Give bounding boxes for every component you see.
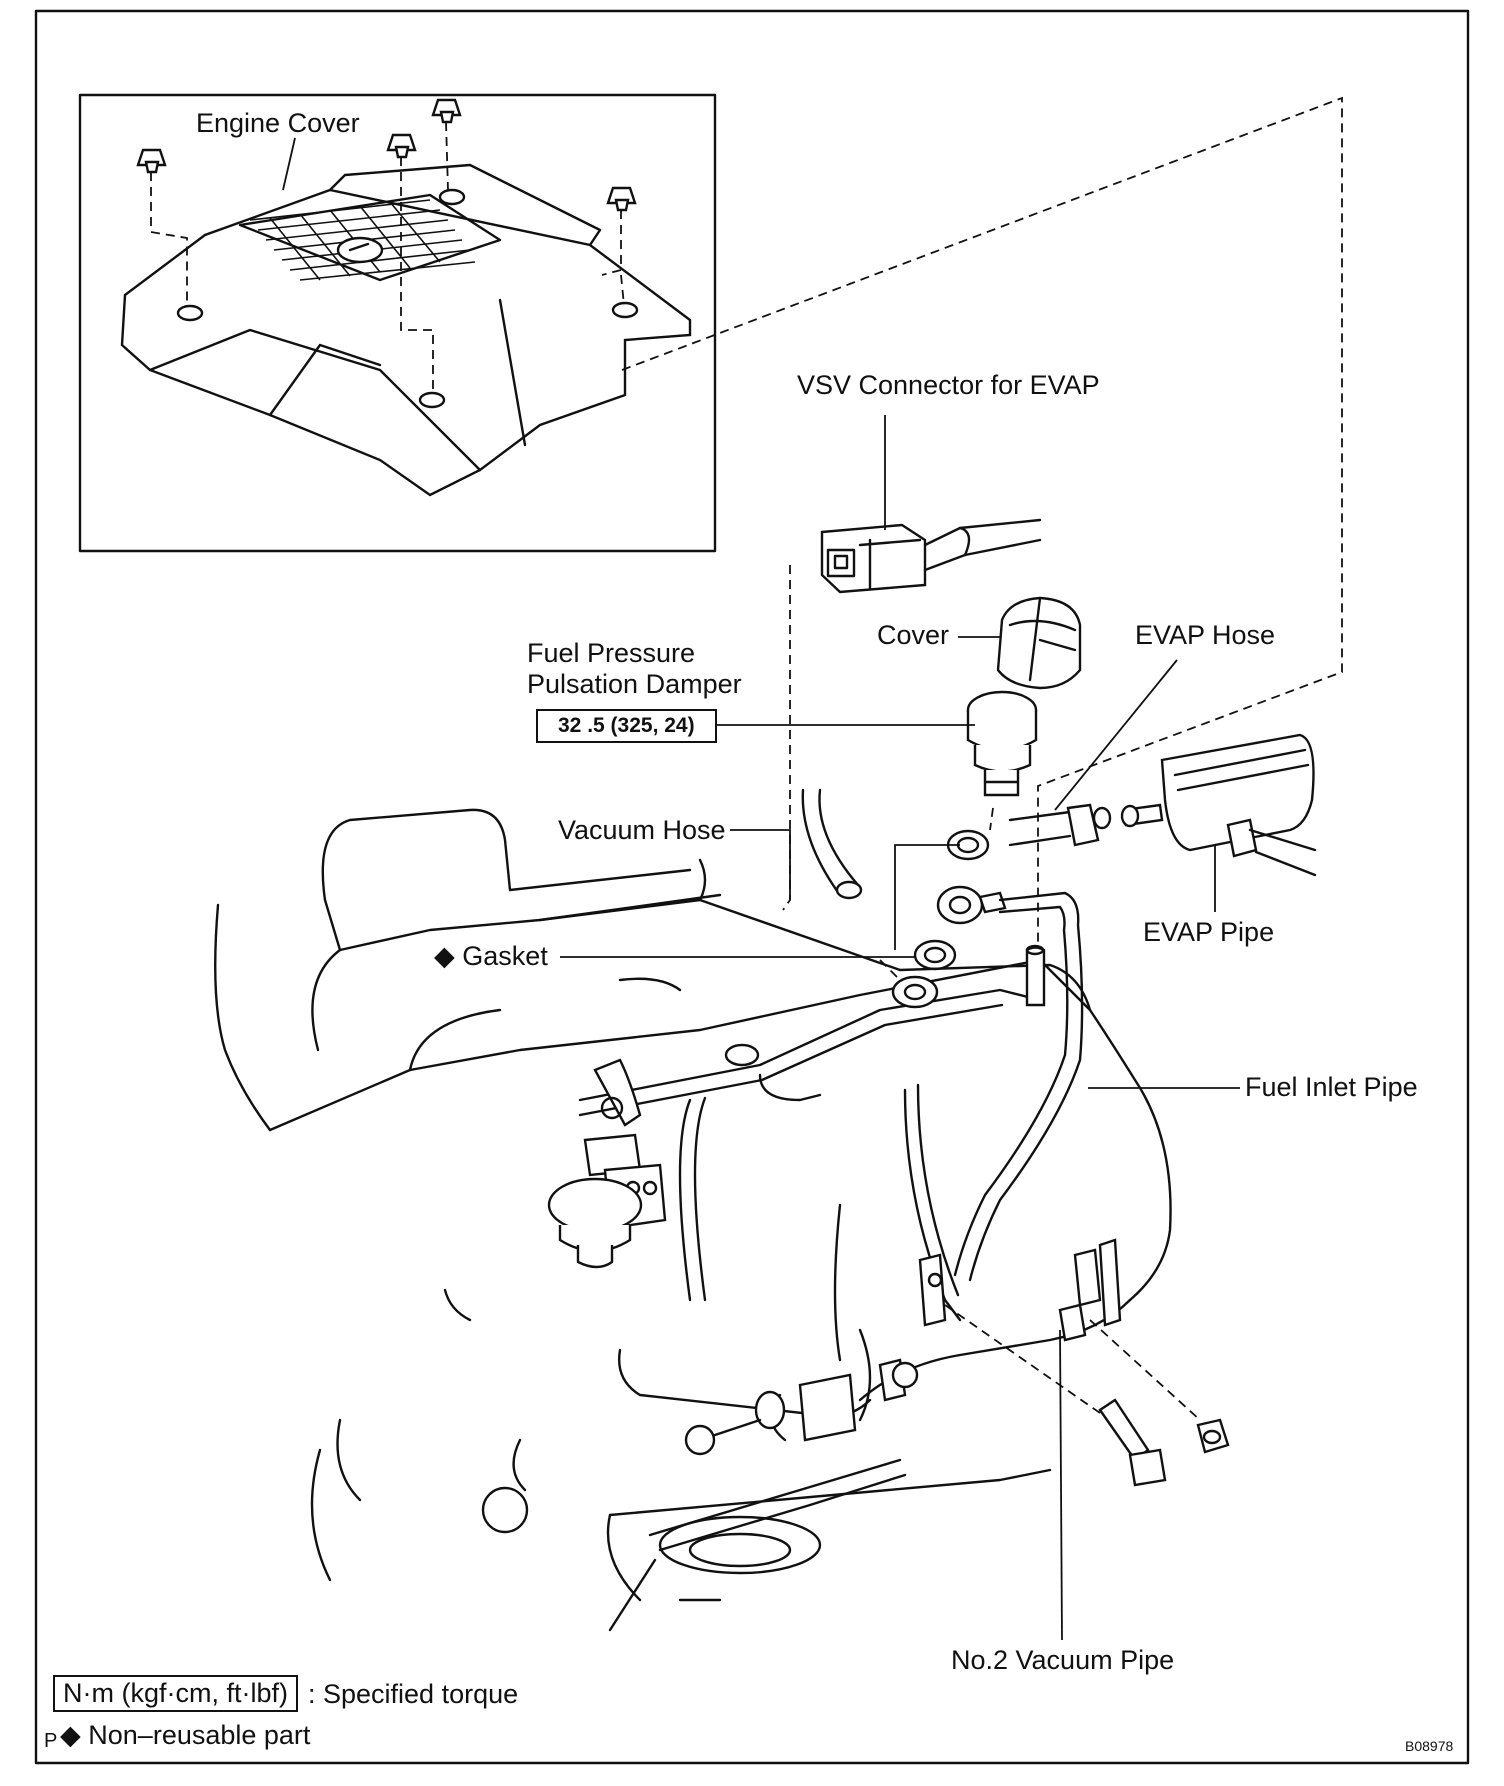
pressure-regulator xyxy=(547,1058,667,1269)
fuel-rail-and-harness xyxy=(578,944,1046,1322)
outer-frame xyxy=(34,9,1470,1765)
cover-nut-2 xyxy=(386,133,417,159)
leader-vacuum-hose xyxy=(730,829,791,900)
cover-nut-4 xyxy=(606,186,637,212)
legend-torque-unit-box: N·m (kgf·cm, ft·lbf) xyxy=(53,1675,298,1712)
legend-nonreusable: ◆ Non–reusable part xyxy=(60,1720,310,1751)
legend-diamond-icon: ◆ xyxy=(60,1720,81,1750)
label-cover: Cover xyxy=(877,620,950,650)
label-fuel-inlet-pipe: Fuel Inlet Pipe xyxy=(1245,1072,1418,1102)
cover-nut-1 xyxy=(136,148,167,174)
label-fuel-pressure-line1: Fuel Pressure xyxy=(527,638,696,668)
pulsation-damper xyxy=(966,690,1038,797)
legend-nonreusable-text: Non–reusable part xyxy=(88,1720,311,1750)
nonreusable-diamond-icon: ◆ xyxy=(434,941,455,971)
engine-cover-inset xyxy=(78,93,717,553)
label-gasket-text: Gasket xyxy=(462,941,548,971)
lower-pipes xyxy=(648,1328,919,1552)
label-engine-cover: Engine Cover xyxy=(196,108,360,138)
legend-torque-text: : Specified torque xyxy=(308,1679,519,1709)
label-no2-vacuum-pipe: No.2 Vacuum Pipe xyxy=(951,1645,1175,1675)
label-evap-hose: EVAP Hose xyxy=(1135,620,1276,650)
gasket-lower xyxy=(913,939,957,971)
bracket-bolts xyxy=(918,1238,1230,1487)
label-evap-pipe: EVAP Pipe xyxy=(1143,917,1275,947)
label-gasket: ◆ Gasket xyxy=(434,941,548,972)
label-fuel-pressure-line2: Pulsation Damper xyxy=(527,669,742,699)
label-vacuum-hose: Vacuum Hose xyxy=(558,815,726,845)
gasket-upper xyxy=(946,829,990,861)
torque-box: 32 .5 (325, 24) xyxy=(536,709,717,743)
evap-hose-assembly xyxy=(1008,733,1317,877)
union-fitting xyxy=(936,885,1007,925)
legend-p-mark: P xyxy=(44,1730,58,1752)
label-vsv-connector: VSV Connector for EVAP xyxy=(797,370,1100,400)
leader-engine-cover xyxy=(282,137,296,191)
damper-cover xyxy=(996,596,1082,690)
leader-evap-hose xyxy=(1054,659,1178,811)
leader-no2-vacuum xyxy=(1059,1329,1063,1641)
vacuum-hose xyxy=(801,788,863,900)
cover-nut-3 xyxy=(431,98,462,124)
figure-code: B08978 xyxy=(1405,1738,1454,1754)
engine-block-outline xyxy=(214,808,1172,1632)
vsv-connector xyxy=(820,518,1042,594)
